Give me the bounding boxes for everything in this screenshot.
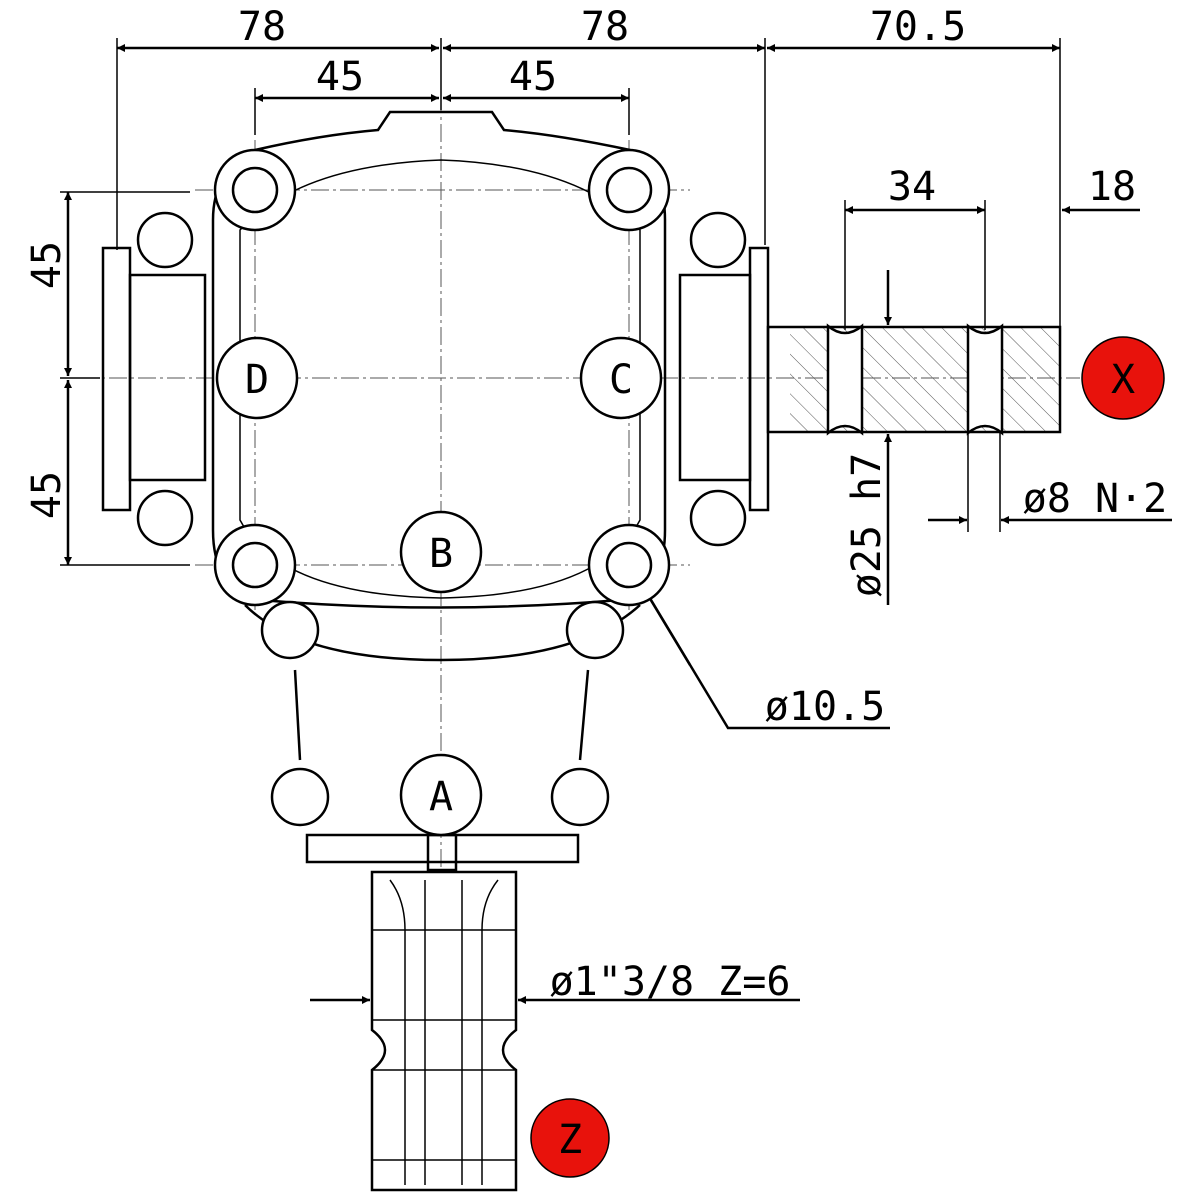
bolts <box>136 148 747 827</box>
red-markers: X Z <box>530 336 1165 1178</box>
marker-z: Z <box>558 1117 582 1163</box>
marker-x: X <box>1111 357 1135 403</box>
dim-shaft-34: 34 <box>888 164 936 210</box>
label-b: B <box>429 531 453 577</box>
marker-x-circle <box>1081 336 1165 420</box>
label-a: A <box>429 774 453 820</box>
dim-top-left-78: 78 <box>238 4 286 50</box>
dim-hole: ø10.5 <box>765 684 885 730</box>
dim-left-upper-45: 45 <box>24 241 70 289</box>
dim-groove: ø8 N·2 <box>1023 476 1168 522</box>
label-d: D <box>245 357 269 403</box>
dimension-lines <box>60 38 1172 1004</box>
dim-spline: ø1"3/8 Z=6 <box>550 959 791 1005</box>
marker-z-circle <box>530 1098 610 1178</box>
dim-top-right-78: 78 <box>581 4 629 50</box>
label-c: C <box>609 357 633 403</box>
shaft-z <box>370 870 518 1192</box>
dim-shaft-diameter: ø25 h7 <box>844 453 890 598</box>
shaft-x <box>766 323 1062 436</box>
dim-left-lower-45: 45 <box>24 471 70 519</box>
dim-top-70-5: 70.5 <box>870 4 966 50</box>
dimension-texts: 78 78 70.5 45 45 45 45 34 18 ø25 h7 ø8 N… <box>24 4 1167 1005</box>
dim-shaft-18: 18 <box>1088 164 1136 210</box>
dim-inner-right-45: 45 <box>509 54 557 100</box>
dim-inner-left-45: 45 <box>316 54 364 100</box>
view-labels: D C B A <box>215 336 663 837</box>
